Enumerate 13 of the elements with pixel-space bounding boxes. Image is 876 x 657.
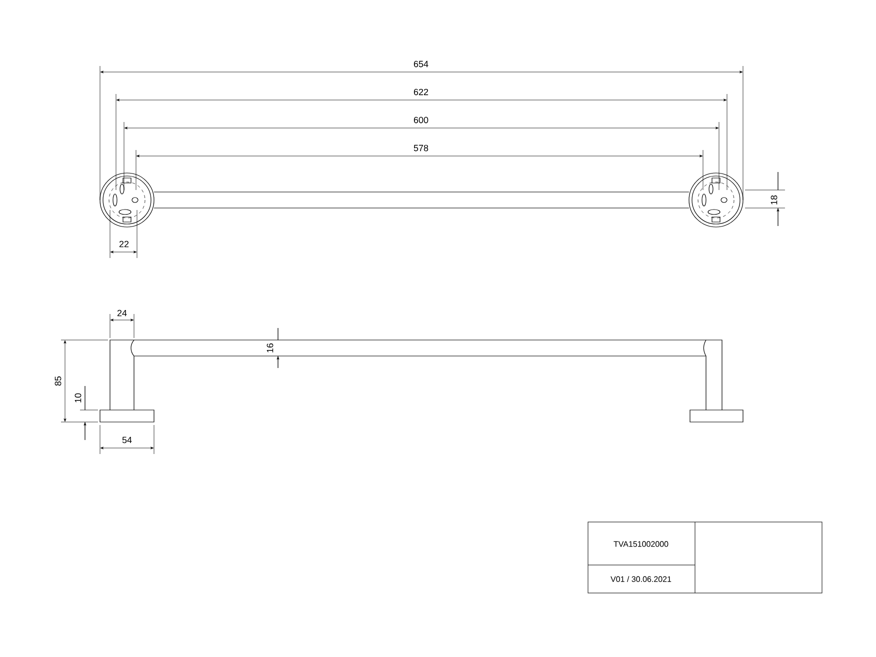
dimension-label: 622 <box>414 88 428 96</box>
dimension-label: 54 <box>122 436 132 444</box>
dimension-label: 16 <box>266 343 274 352</box>
article-number: TVA151002000 <box>614 541 668 547</box>
dimension-label: 24 <box>117 310 127 316</box>
version-date: V01 / 30.06.2021 <box>610 576 672 582</box>
dimension-label: 578 <box>414 144 428 152</box>
dimension-label: 600 <box>414 116 428 124</box>
dimension-label: 85 <box>54 376 62 386</box>
dimension-label: 654 <box>414 60 428 68</box>
dimension-label: 10 <box>74 393 82 402</box>
dimension-label: 18 <box>770 195 778 204</box>
dimension-label: 22 <box>119 240 129 248</box>
